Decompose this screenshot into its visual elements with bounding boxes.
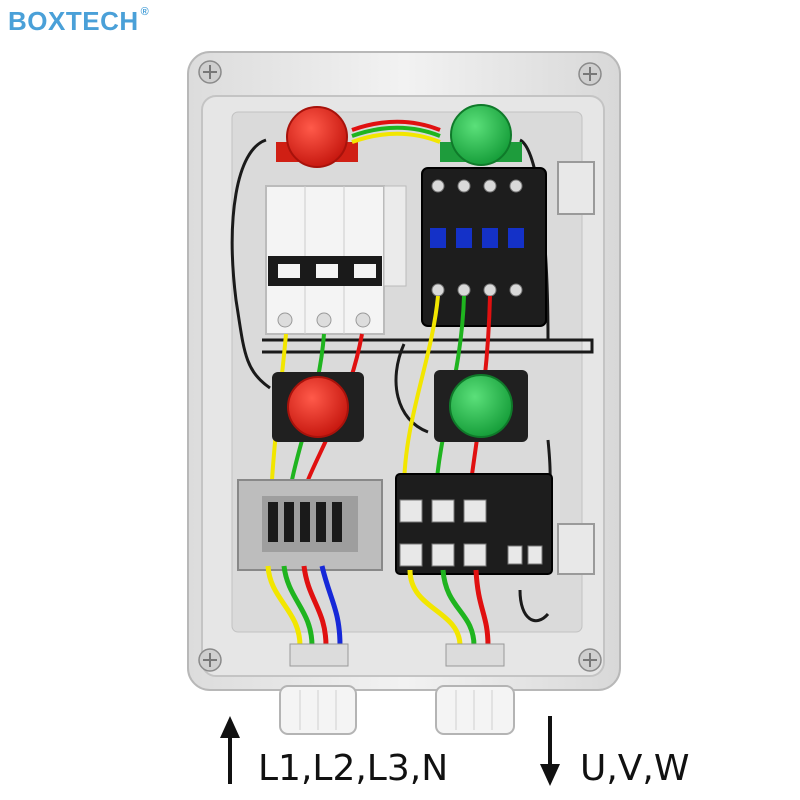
input-label: L1,L2,L3,N [258, 748, 449, 789]
input-wires [265, 565, 343, 647]
overload-relay [395, 473, 553, 575]
output-wires [407, 569, 491, 647]
red-pilot-lamp [286, 106, 348, 168]
corner-screw-slots [203, 65, 597, 667]
side-hinge-tabs [557, 161, 595, 575]
red-push-button [287, 376, 349, 438]
green-push-button [449, 374, 513, 438]
contactor [421, 167, 547, 327]
circuit-breaker [265, 185, 407, 335]
input-arrow-up-icon [220, 716, 240, 784]
brand-name: BOXTECH [8, 6, 139, 36]
brand-logo: BOXTECH® [8, 6, 149, 37]
terminal-block [237, 479, 383, 571]
registered-mark: ® [140, 6, 150, 18]
output-cable-gland [435, 643, 515, 735]
green-pilot-lamp [450, 104, 512, 166]
output-label: U,V,W [580, 748, 690, 789]
top-wires [351, 119, 441, 144]
input-cable-gland [279, 643, 357, 735]
output-arrow-down-icon [540, 716, 560, 786]
